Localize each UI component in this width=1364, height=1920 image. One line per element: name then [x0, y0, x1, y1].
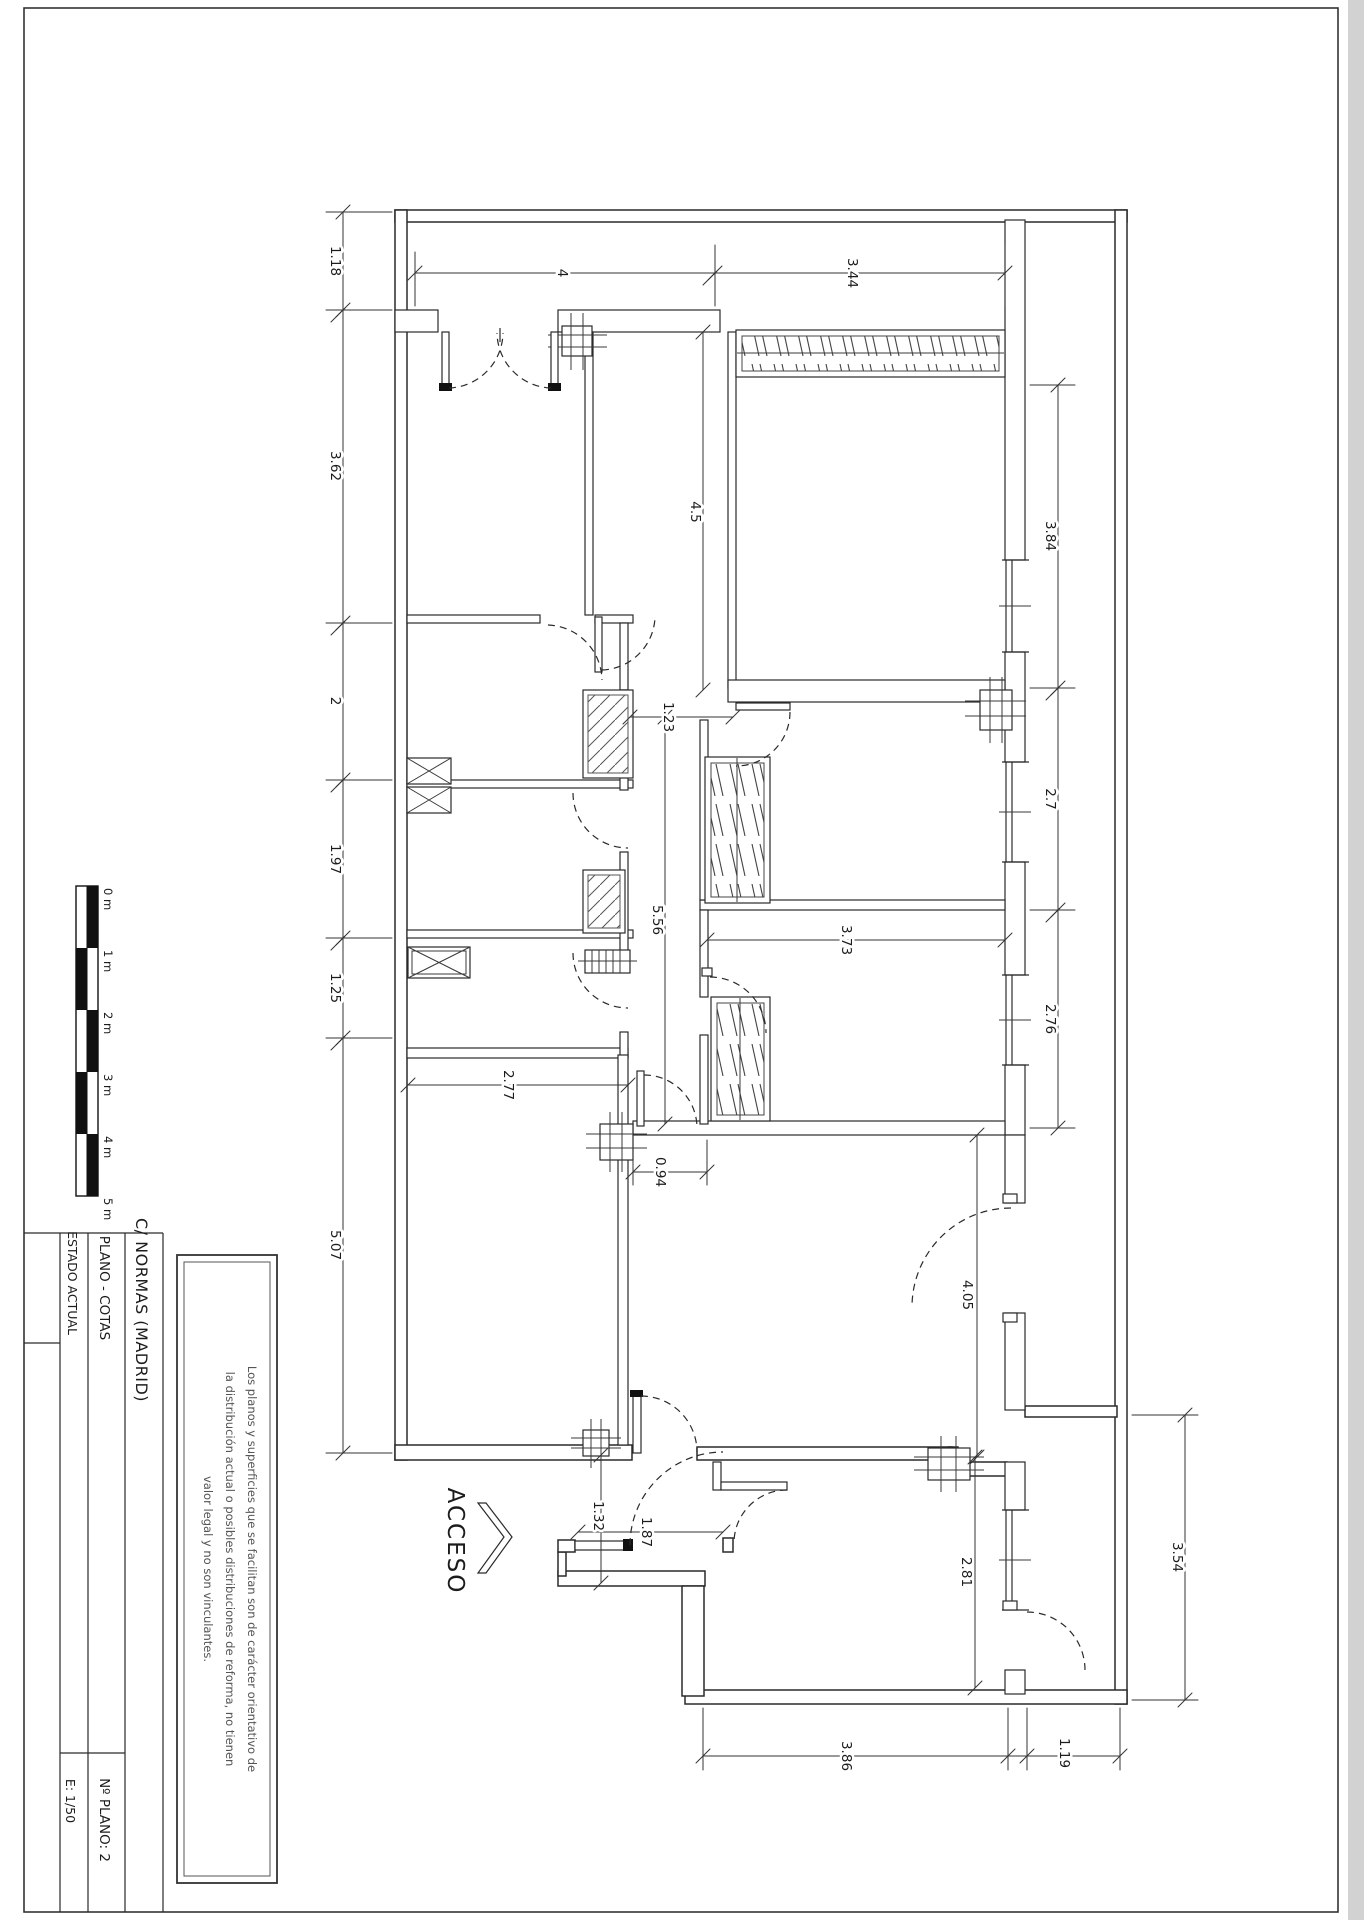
- disclaimer-box: Los planos y superficies que se facilita…: [176, 1254, 278, 1884]
- scale-label: 5 m: [101, 1198, 115, 1220]
- dimension-labels: 1.18 3.62 2 1.97 1.25 5.07 4 3.44 3.84 2…: [325, 243, 1188, 1773]
- scale-bar: 0 m 1 m 2 m 3 m 4 m 5 m: [75, 885, 115, 1220]
- scale-label: 1 m: [101, 950, 115, 972]
- column-icon: [965, 677, 1026, 743]
- window: [999, 559, 1031, 653]
- dim-label: 1.87: [638, 1517, 654, 1547]
- access-label: ACCESO: [442, 1488, 468, 1595]
- dim-label: 0.94: [652, 1157, 668, 1187]
- bathroom-fixtures: [582, 689, 634, 934]
- scan-edge: [1348, 0, 1364, 1920]
- columns: [548, 313, 1026, 1492]
- dim-label: 1.25: [327, 973, 343, 1003]
- page-border: [23, 7, 1339, 1913]
- dim-label: 3.44: [844, 258, 860, 288]
- scale-label: 0 m: [101, 888, 115, 910]
- dimension-lines: [325, 204, 1199, 1771]
- dim-label: 4.5: [687, 501, 703, 522]
- dim-label: 3.86: [838, 1741, 854, 1771]
- dim-label: 1.23: [660, 702, 676, 732]
- dim-label: 4: [554, 269, 570, 278]
- scale-label: 2 m: [101, 1012, 115, 1034]
- column-icon: [914, 1436, 984, 1492]
- dim-label: 2: [327, 697, 343, 706]
- dim-label: 3.62: [327, 451, 343, 481]
- window: [999, 974, 1031, 1066]
- disclaimer-line: valor legal y no son vinculantes.: [201, 1476, 215, 1662]
- dim-label: 2.81: [958, 1557, 974, 1587]
- doors: [439, 328, 1086, 1671]
- exterior-walls: [394, 209, 1128, 1705]
- interior-walls: [394, 219, 1026, 1695]
- sheet-plan-number: Nº PLANO: 2: [96, 1778, 112, 1862]
- dim-label: 4.05: [959, 1280, 975, 1310]
- column-icon: [586, 1112, 647, 1172]
- scale-label: 4 m: [101, 1136, 115, 1158]
- dim-label: 5.07: [327, 1230, 343, 1260]
- dim-label: 1.97: [327, 844, 343, 874]
- dim-label: 1.32: [590, 1501, 606, 1531]
- dim-label: 3.73: [838, 925, 854, 955]
- windows: [999, 559, 1031, 1611]
- sheet-status: ESTADO ACTUAL: [65, 1231, 80, 1335]
- access: ACCESO: [442, 1488, 513, 1595]
- dim-label: 2.7: [1042, 788, 1058, 809]
- wardrobes: [704, 329, 1006, 1122]
- dim-label: 5.56: [649, 905, 665, 935]
- dim-label: 1.19: [1056, 1738, 1072, 1768]
- radiator: [578, 949, 637, 974]
- sheet-title: C/ NORMAS (MADRID): [132, 1218, 151, 1402]
- title-block: C/ NORMAS (MADRID) PLANO - COTAS ESTADO …: [24, 1218, 164, 1912]
- vent-shafts: [406, 757, 471, 979]
- window: [999, 761, 1031, 863]
- sheet-scale: E: 1/50: [63, 1779, 78, 1823]
- dim-label: 3.54: [1169, 1542, 1185, 1572]
- sheet-doc-type: PLANO - COTAS: [96, 1236, 112, 1340]
- scale-label: 3 m: [101, 1074, 115, 1096]
- column-icon: [548, 313, 607, 370]
- dim-label: 2.77: [500, 1070, 516, 1100]
- dim-label: 3.84: [1042, 521, 1058, 551]
- dim-label: 2.76: [1042, 1004, 1058, 1034]
- dim-label: 1.18: [327, 246, 343, 276]
- window: [999, 1509, 1031, 1611]
- disclaimer-line: Los planos y superficies que se facilita…: [245, 1366, 259, 1772]
- access-arrow-icon: [476, 1502, 513, 1574]
- disclaimer-line: la distribución actual o posibles distri…: [223, 1372, 237, 1767]
